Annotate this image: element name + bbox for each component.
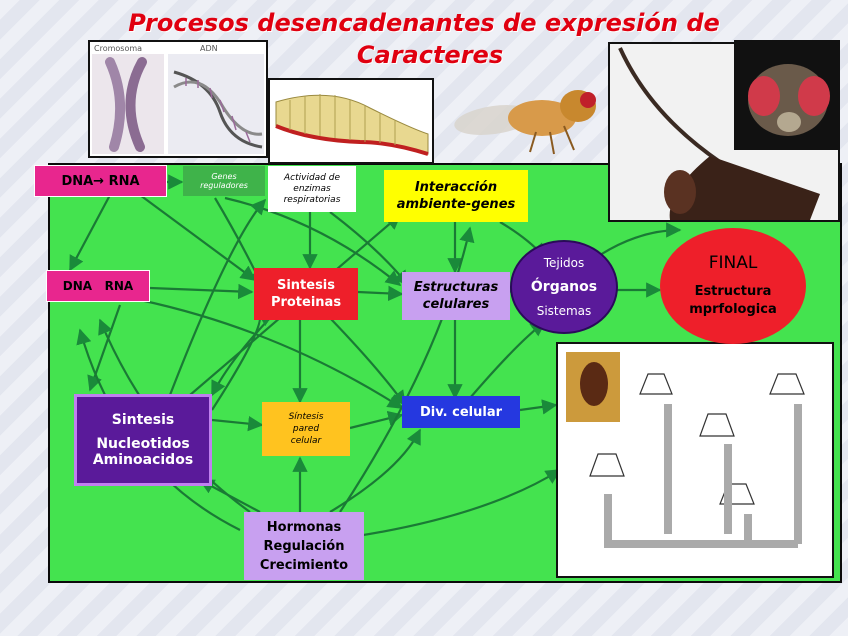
dna-rna-box-top-label: DNA→ RNA	[61, 173, 140, 189]
arrow	[211, 317, 271, 397]
arrow	[339, 226, 475, 513]
fly-image	[446, 66, 616, 160]
phylogeny-image	[556, 342, 834, 578]
arrow	[69, 194, 111, 272]
arrow	[139, 194, 257, 281]
final-subtitle: Estructura mprfologica	[689, 284, 777, 317]
interaccion-box: Interacción ambiente-genes	[384, 170, 528, 222]
arrow	[224, 196, 402, 286]
fly-head-drawing	[748, 64, 830, 136]
tejidos-label: Tejidos	[543, 256, 585, 270]
dna-label: ADN	[200, 44, 218, 53]
interaccion-box-label: Interacción ambiente-genes	[396, 180, 516, 212]
dna-rna-box-middle: DNA RNA	[46, 270, 150, 302]
sintesis-nuc-line-1: Sintesis	[111, 412, 175, 428]
title-line-1: Procesos desencadenantes de expresión de	[128, 9, 720, 37]
sintesis-nuc-line-3: Aminoacidos	[92, 452, 194, 468]
final-ellipse: FINAL Estructura mprfologica	[660, 228, 806, 344]
arrow	[329, 211, 409, 287]
fly-head-image	[734, 40, 840, 150]
arrow	[168, 198, 267, 396]
antenna-drawing	[618, 47, 820, 220]
sintesis-nuc-line-2: Nucleotidos	[96, 436, 190, 452]
phylogeny-drawing	[566, 352, 805, 548]
chromosome-label: Cromosoma	[94, 44, 143, 53]
dna-rna-box-top: DNA→ RNA	[34, 165, 167, 197]
hormonas-line-2: Regulación	[263, 538, 345, 554]
arrow	[87, 304, 122, 392]
div-celular-box-label: Div. celular	[420, 404, 502, 420]
arrow	[349, 410, 404, 430]
genes-box: Genes reguladores	[183, 166, 265, 196]
enzimas-box-label: Actividad de enzimas respiratorias	[283, 172, 341, 205]
chromosome-dna-image: Cromosoma ADN	[88, 40, 268, 158]
tissue-image	[268, 78, 434, 164]
genes-box-label: Genes reguladores	[200, 172, 248, 190]
sintesis-nucleotidos-box: Sintesis Nucleotidos Aminoacidos	[74, 394, 212, 486]
tissue-drawing	[275, 94, 429, 156]
fly-drawing	[454, 90, 596, 155]
arrow	[519, 399, 558, 415]
arrow	[599, 222, 682, 256]
arrow	[329, 317, 406, 407]
enzimas-box: Actividad de enzimas respiratorias	[268, 166, 356, 212]
sistemas-label: Sistemas	[536, 304, 592, 318]
chromosome-dna-drawing	[92, 54, 264, 154]
tejidos-organos-ellipse: Tejidos Órganos Sistemas	[510, 240, 618, 334]
estructuras-box: Estructuras celulares	[402, 272, 510, 320]
final-title: FINAL	[708, 253, 758, 273]
arrow	[139, 298, 404, 409]
sintesis-proteinas-box: Sintesis Proteinas	[254, 268, 358, 320]
title-line-2: Caracteres	[356, 41, 504, 69]
hormonas-box: Hormonas Regulación Crecimiento	[244, 512, 364, 580]
estructuras-box-label: Estructuras celulares	[413, 280, 499, 312]
sintesis-proteinas-box-label: Sintesis Proteinas	[270, 278, 342, 310]
hormonas-line-3: Crecimiento	[259, 557, 349, 573]
dna-rna-box-middle-label: DNA RNA	[62, 279, 134, 293]
sintesis-pared-box-label: Síntesis pared celular	[288, 412, 324, 446]
arrow	[149, 283, 254, 300]
hormonas-line-1: Hormonas	[266, 519, 342, 535]
arrow	[211, 415, 264, 432]
sintesis-pared-box: Síntesis pared celular	[262, 402, 350, 456]
arrow	[329, 469, 562, 542]
div-celular-box: Div. celular	[402, 396, 520, 428]
arrow	[469, 321, 547, 399]
arrow	[357, 285, 404, 302]
organos-label: Órganos	[530, 279, 598, 295]
